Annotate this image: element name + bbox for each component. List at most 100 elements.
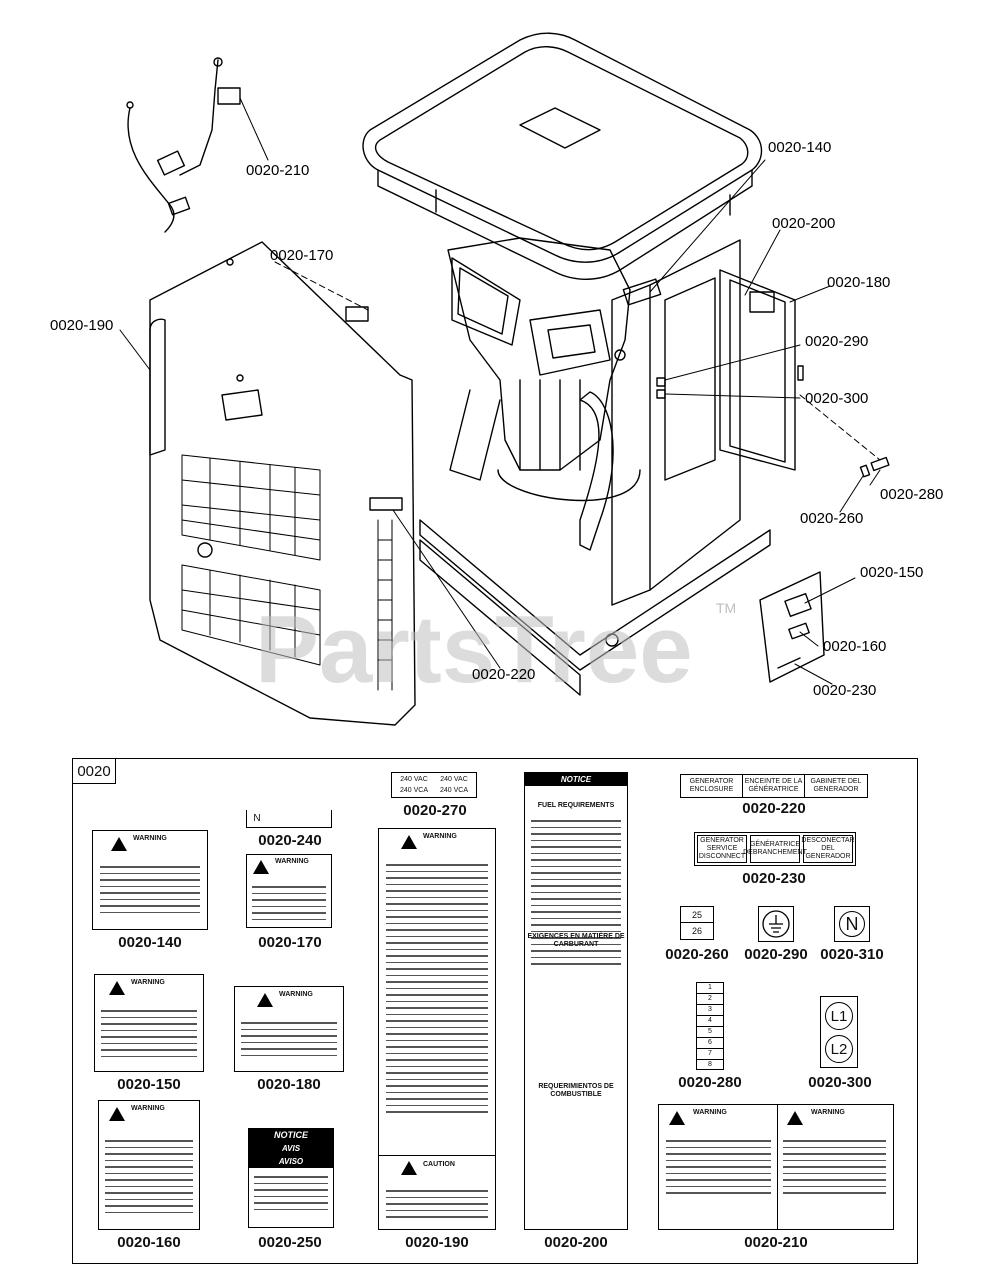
watermark-trademark: TM	[716, 600, 736, 616]
decal-0020-140: WARNING	[92, 830, 208, 930]
callout-0020-280: 0020-280	[880, 486, 943, 503]
decal-180-heading: WARNING	[279, 991, 313, 998]
decal-0020-290	[758, 906, 794, 942]
decal-legend-frame	[72, 758, 918, 1264]
legend-label-0020-230: 0020-230	[742, 870, 806, 887]
decal-280-text: 6	[697, 1038, 723, 1049]
decal-270-text: 240 VCA	[399, 787, 429, 794]
legend-label-0020-290: 0020-290	[744, 946, 808, 963]
decal-0020-250: NOTICE AVIS AVISO	[248, 1128, 334, 1228]
decal-0020-210: WARNING WARNING	[658, 1104, 894, 1230]
charger-cable-part	[126, 57, 241, 233]
decal-220-text: ENCEINTE DE LA GÉNÉRATRICE	[743, 775, 805, 797]
legend-label-0020-150: 0020-150	[117, 1076, 181, 1093]
decal-0020-300: L1 L2	[820, 996, 858, 1068]
decal-220-text: GENERATOR ENCLOSURE	[681, 775, 743, 797]
control-panel-door-part	[611, 239, 804, 606]
decal-260-inplace	[859, 464, 871, 478]
caution-triangle-icon	[401, 1160, 417, 1175]
legend-label-0020-180: 0020-180	[257, 1076, 321, 1093]
decal-270-text: 240 VAC	[400, 776, 428, 783]
decal-280-inplace	[870, 456, 890, 472]
decal-280-text: 5	[697, 1027, 723, 1038]
warning-triangle-icon	[669, 1110, 685, 1125]
front-cover-part	[149, 241, 416, 726]
decal-230-text: DESCONECTAR DEL GENERADOR	[801, 835, 855, 863]
decal-250-aviso: AVISO	[249, 1155, 333, 1168]
callout-0020-160: 0020-160	[823, 638, 886, 655]
warning-triangle-icon	[253, 859, 269, 874]
legend-tag: 0020	[72, 758, 116, 784]
warning-triangle-icon	[109, 980, 125, 995]
callout-0020-190: 0020-190	[50, 317, 113, 334]
exploded-diagram: PartsTree TM 0020-210 0020-140 0020-200 …	[50, 32, 943, 726]
decal-0020-190: WARNING CAUTION	[378, 828, 496, 1230]
decal-0020-170: WARNING	[246, 854, 332, 928]
decal-0020-260: 25 26	[680, 906, 714, 940]
warning-triangle-icon	[111, 836, 127, 851]
decal-200-fuel-heading: FUEL REQUIREMENTS	[537, 802, 615, 809]
decal-0020-240: N	[246, 810, 332, 828]
decal-260-text: 25	[681, 907, 713, 923]
legend-label-0020-250: 0020-250	[258, 1234, 322, 1251]
decal-250-avis: AVIS	[249, 1142, 333, 1155]
decal-200-fuel-heading-es: REQUERIMIENTOS DE COMBUSTIBLE	[538, 1083, 614, 1098]
callout-0020-210: 0020-210	[246, 162, 309, 179]
decal-0020-220: GENERATOR ENCLOSURE ENCEINTE DE LA GÉNÉR…	[680, 774, 868, 798]
decal-0020-310: N	[834, 906, 870, 942]
callout-0020-230: 0020-230	[813, 682, 876, 699]
legend-label-0020-240: 0020-240	[258, 832, 322, 849]
callout-0020-200: 0020-200	[772, 215, 835, 232]
decal-280-text: 7	[697, 1049, 723, 1060]
legend-label-0020-270: 0020-270	[403, 802, 467, 819]
warning-triangle-icon	[787, 1110, 803, 1125]
callout-0020-260: 0020-260	[800, 510, 863, 527]
decal-270-text: 240 VCA	[439, 787, 469, 794]
callout-0020-150: 0020-150	[860, 564, 923, 581]
decal-300-text: L2	[825, 1035, 853, 1063]
decal-190-caution: CAUTION	[423, 1161, 455, 1168]
warning-triangle-icon	[257, 992, 273, 1007]
decal-0020-200: NOTICE FUEL REQUIREMENTS EXIGENCES EN MA…	[524, 772, 628, 1230]
decal-280-text: 3	[697, 1005, 723, 1016]
decal-200-fuel-heading-fr: EXIGENCES EN MATIÈRE DE CARBURANT	[527, 933, 625, 948]
legend-label-0020-160: 0020-160	[117, 1234, 181, 1251]
decal-0020-230: GENERATOR SERVICE DISCONNECT GÉNÉRATRICE…	[694, 832, 856, 866]
legend-label-0020-170: 0020-170	[258, 934, 322, 951]
decal-220-text: GABINETE DEL GENERADOR	[810, 778, 862, 793]
decal-280-text: 8	[708, 1060, 712, 1068]
decal-170-heading: WARNING	[275, 858, 309, 865]
legend-label-0020-260: 0020-260	[665, 946, 729, 963]
warning-triangle-icon	[109, 1106, 125, 1121]
decal-210-heading: WARNING	[693, 1109, 727, 1116]
ground-icon	[762, 910, 790, 938]
legend-label-0020-200: 0020-200	[544, 1234, 608, 1251]
decal-160-heading: WARNING	[131, 1105, 165, 1112]
decal-150-heading: WARNING	[131, 979, 165, 986]
legend-label-0020-140: 0020-140	[118, 934, 182, 951]
callout-0020-140: 0020-140	[768, 139, 831, 156]
decal-230-text: GENERATOR SERVICE DISCONNECT	[697, 835, 747, 863]
decal-200-notice: NOTICE	[525, 773, 627, 786]
decal-240-text: N	[253, 813, 261, 824]
enclosure-roof-part	[362, 32, 763, 280]
decal-0020-270: 240 VAC 240 VAC 240 VCA 240 VCA	[391, 772, 477, 798]
decal-310-text: N	[839, 911, 865, 937]
legend-label-0020-280: 0020-280	[678, 1074, 742, 1091]
callout-0020-180: 0020-180	[827, 274, 890, 291]
decal-0020-160: WARNING	[98, 1100, 200, 1230]
watermark-text: PartsTree	[255, 596, 693, 703]
callout-0020-290: 0020-290	[805, 333, 868, 350]
callout-0020-220: 0020-220	[472, 666, 535, 683]
decal-280-text: 2	[697, 994, 723, 1005]
decal-230-text: GÉNÉRATRICE DÉBRANCHEMENT	[743, 835, 807, 863]
legend-label-0020-220: 0020-220	[742, 800, 806, 817]
legend-label-0020-300: 0020-300	[808, 1074, 872, 1091]
decal-280-text: 1	[697, 983, 723, 994]
decal-0020-280: 1 2 3 4 5 6 7 8	[696, 982, 724, 1070]
callout-0020-170: 0020-170	[270, 247, 333, 264]
decal-270-text: 240 VAC	[440, 776, 468, 783]
legend-label-0020-190: 0020-190	[405, 1234, 469, 1251]
decal-140-heading: WARNING	[133, 835, 167, 842]
decal-260-text: 26	[691, 926, 702, 936]
